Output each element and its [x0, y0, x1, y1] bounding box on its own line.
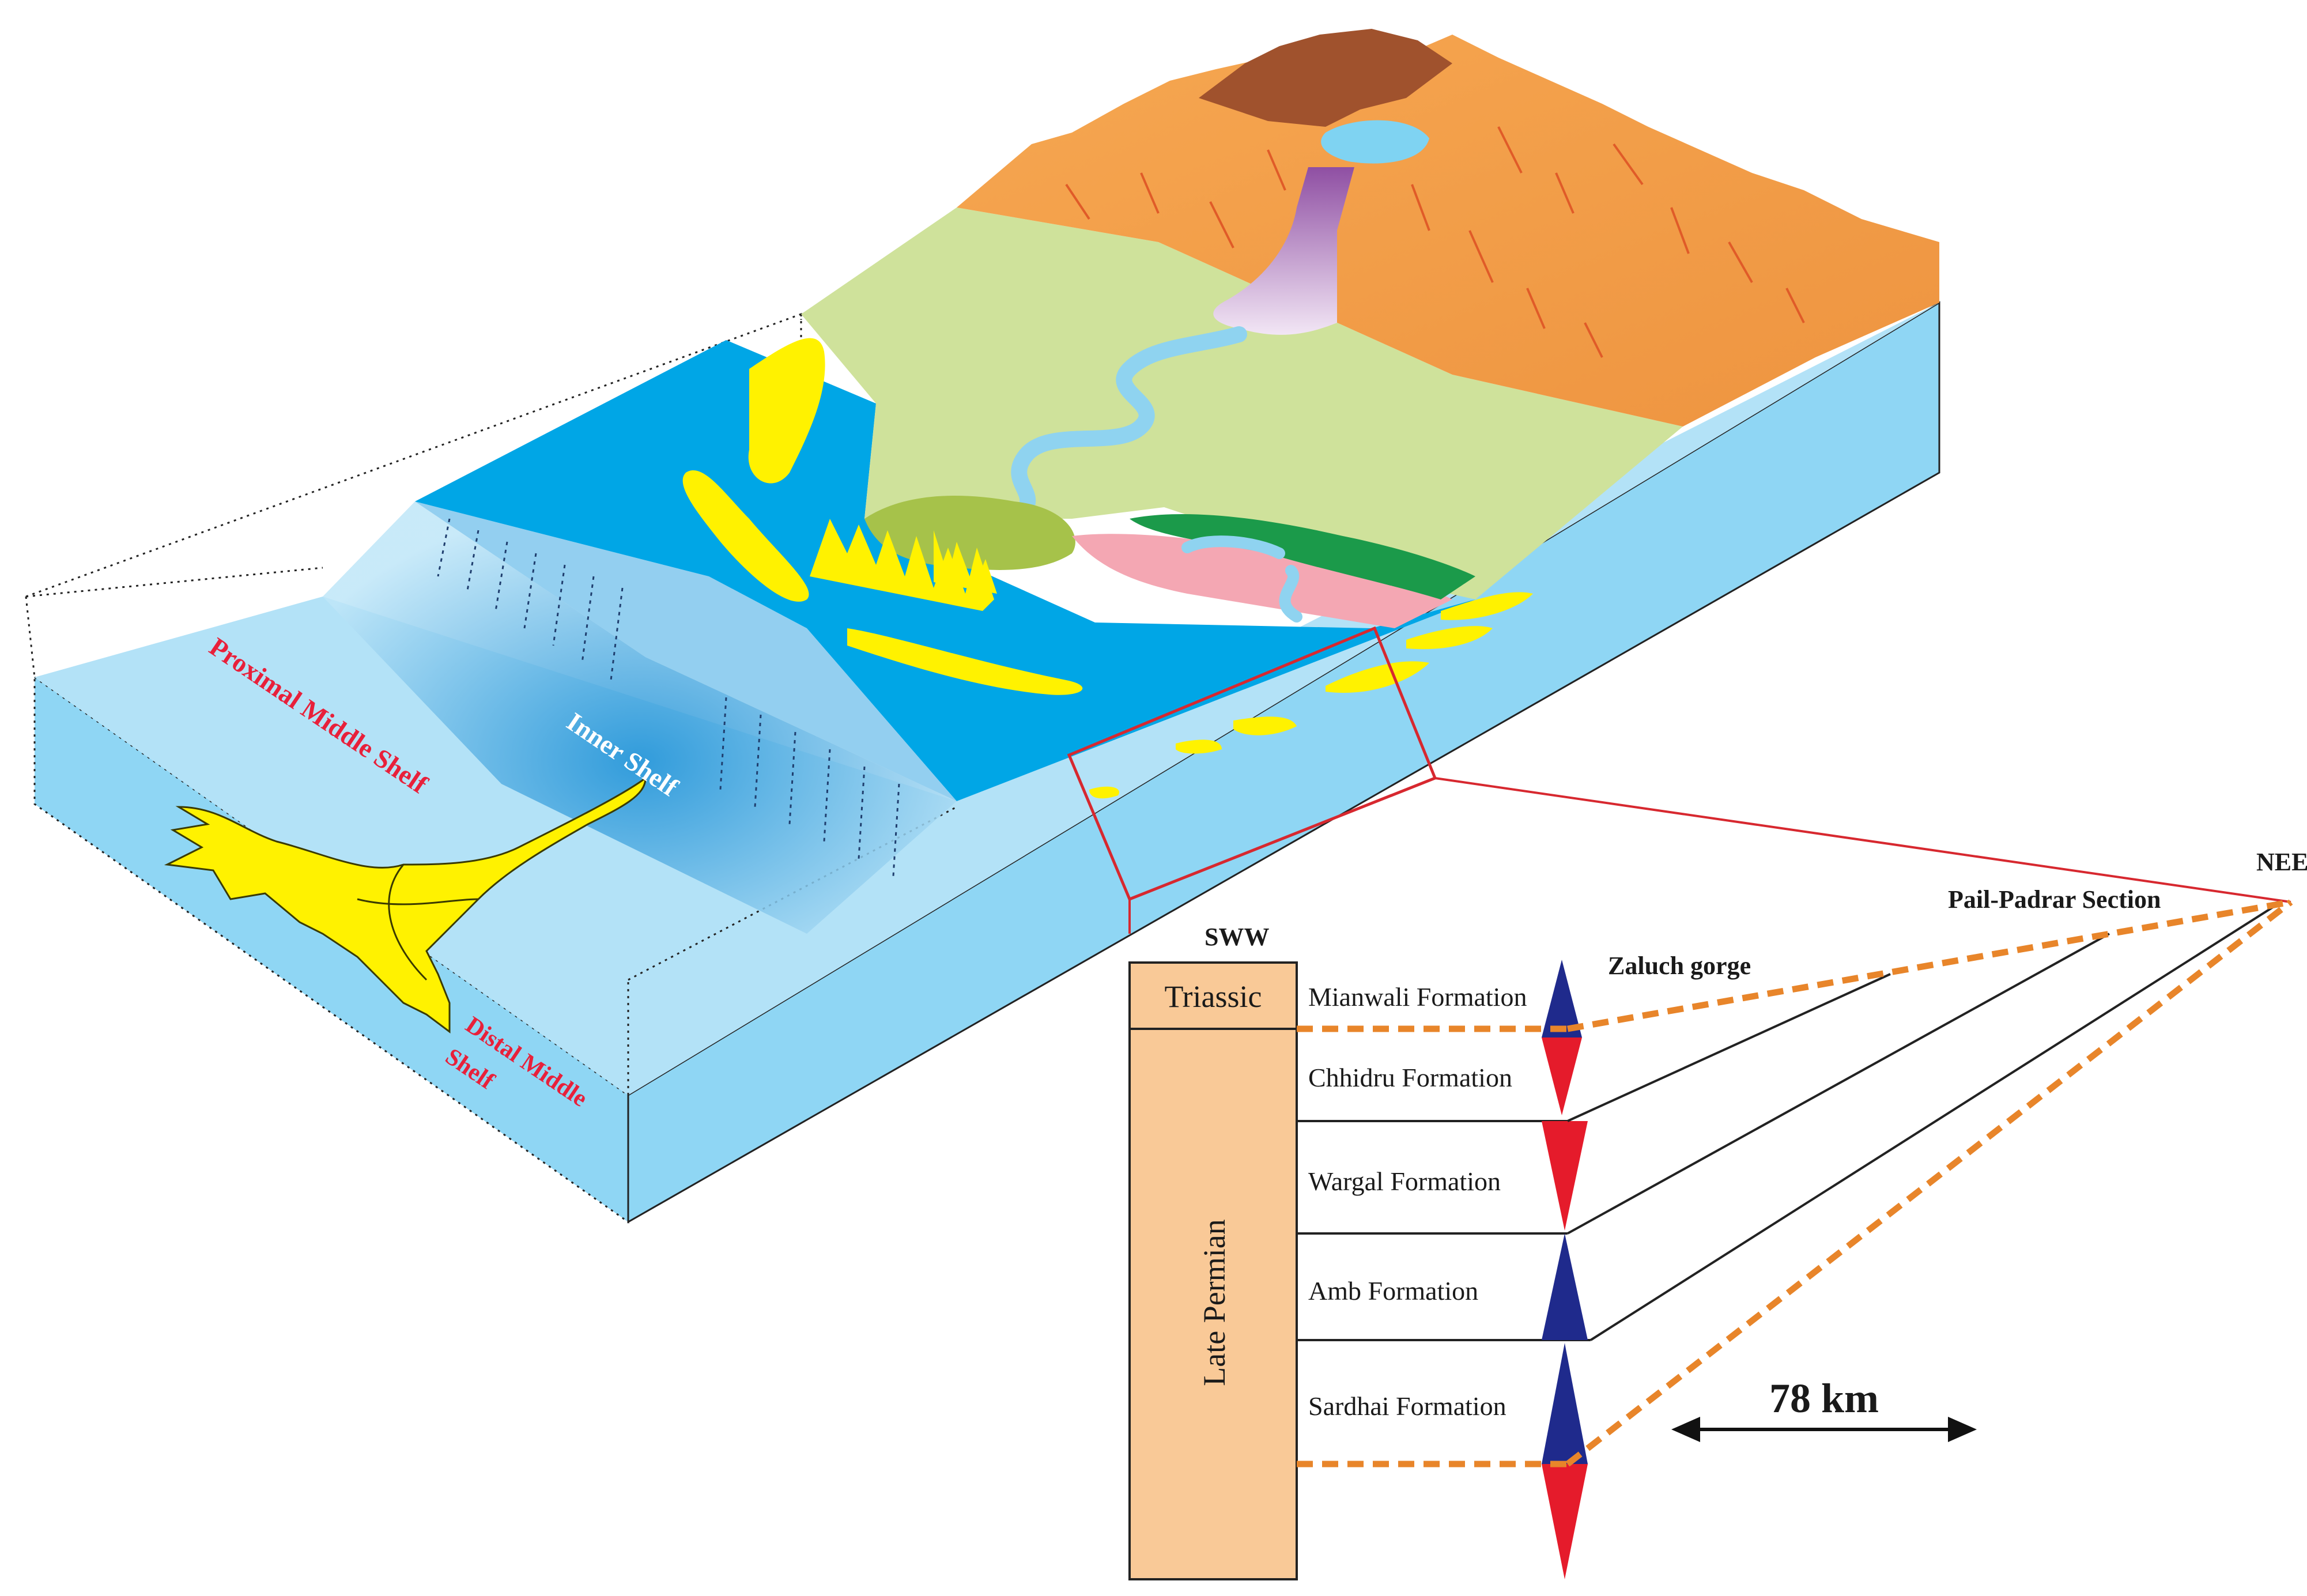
correlation-lines — [1567, 904, 2278, 1341]
lagoon-pink — [1072, 534, 1452, 628]
label-nee: NEE — [2256, 848, 2307, 876]
label-amb-formation: Amb Formation — [1308, 1276, 1478, 1306]
label-sardhai-formation: Sardhai Formation — [1308, 1391, 1506, 1421]
label-chhidru-formation: Chhidru Formation — [1308, 1063, 1512, 1092]
wireframe-left — [25, 596, 36, 678]
label-wargal-formation: Wargal Formation — [1308, 1167, 1501, 1196]
tri-blue-2 — [1542, 1233, 1588, 1340]
zoom-line-top — [1434, 777, 2291, 903]
sequence-triangles — [1542, 960, 1588, 1579]
lagoon-green — [1130, 514, 1475, 599]
formation-boundaries — [1297, 1120, 1591, 1341]
tri-red-2 — [1542, 1121, 1588, 1231]
mountain-range — [957, 35, 1939, 427]
scale-bar — [1671, 1417, 1977, 1442]
mountain-lake — [1321, 120, 1429, 164]
wireframe-top — [25, 567, 323, 598]
mountain-peak — [1199, 29, 1452, 127]
outer-shelf-surface — [35, 303, 1939, 1095]
label-sww: SWW — [1205, 923, 1269, 951]
tri-red-1 — [1542, 1037, 1582, 1115]
middle-shelf-slope-2 — [415, 501, 957, 801]
label-late-permian: Late Permian — [1197, 1219, 1232, 1386]
sand-bodies — [682, 338, 1533, 799]
tri-blue-3 — [1542, 1343, 1588, 1464]
label-pail-padrar: Pail-Padrar Section — [1948, 885, 2161, 914]
river-valley — [1213, 167, 1354, 335]
label-scale: 78 km — [1769, 1375, 1879, 1421]
lagoon-stream — [1181, 535, 1302, 622]
fan-channels — [357, 864, 479, 981]
column-triassic — [1128, 961, 1298, 1030]
middle-shelf-slope — [323, 501, 957, 934]
slope-hatching — [437, 518, 900, 877]
dashed-correlation — [1297, 899, 2293, 1467]
label-mianwali-formation: Mianwali Formation — [1308, 982, 1527, 1012]
column-late-permian — [1128, 1028, 1298, 1580]
mountain-ridges — [1065, 126, 1805, 358]
label-triassic: Triassic — [1164, 979, 1262, 1014]
label-zaluch-gorge: Zaluch gorge — [1608, 952, 1751, 980]
tri-blue-1 — [1542, 960, 1582, 1037]
tri-red-3 — [1542, 1464, 1588, 1579]
meandering-river — [1006, 326, 1247, 527]
